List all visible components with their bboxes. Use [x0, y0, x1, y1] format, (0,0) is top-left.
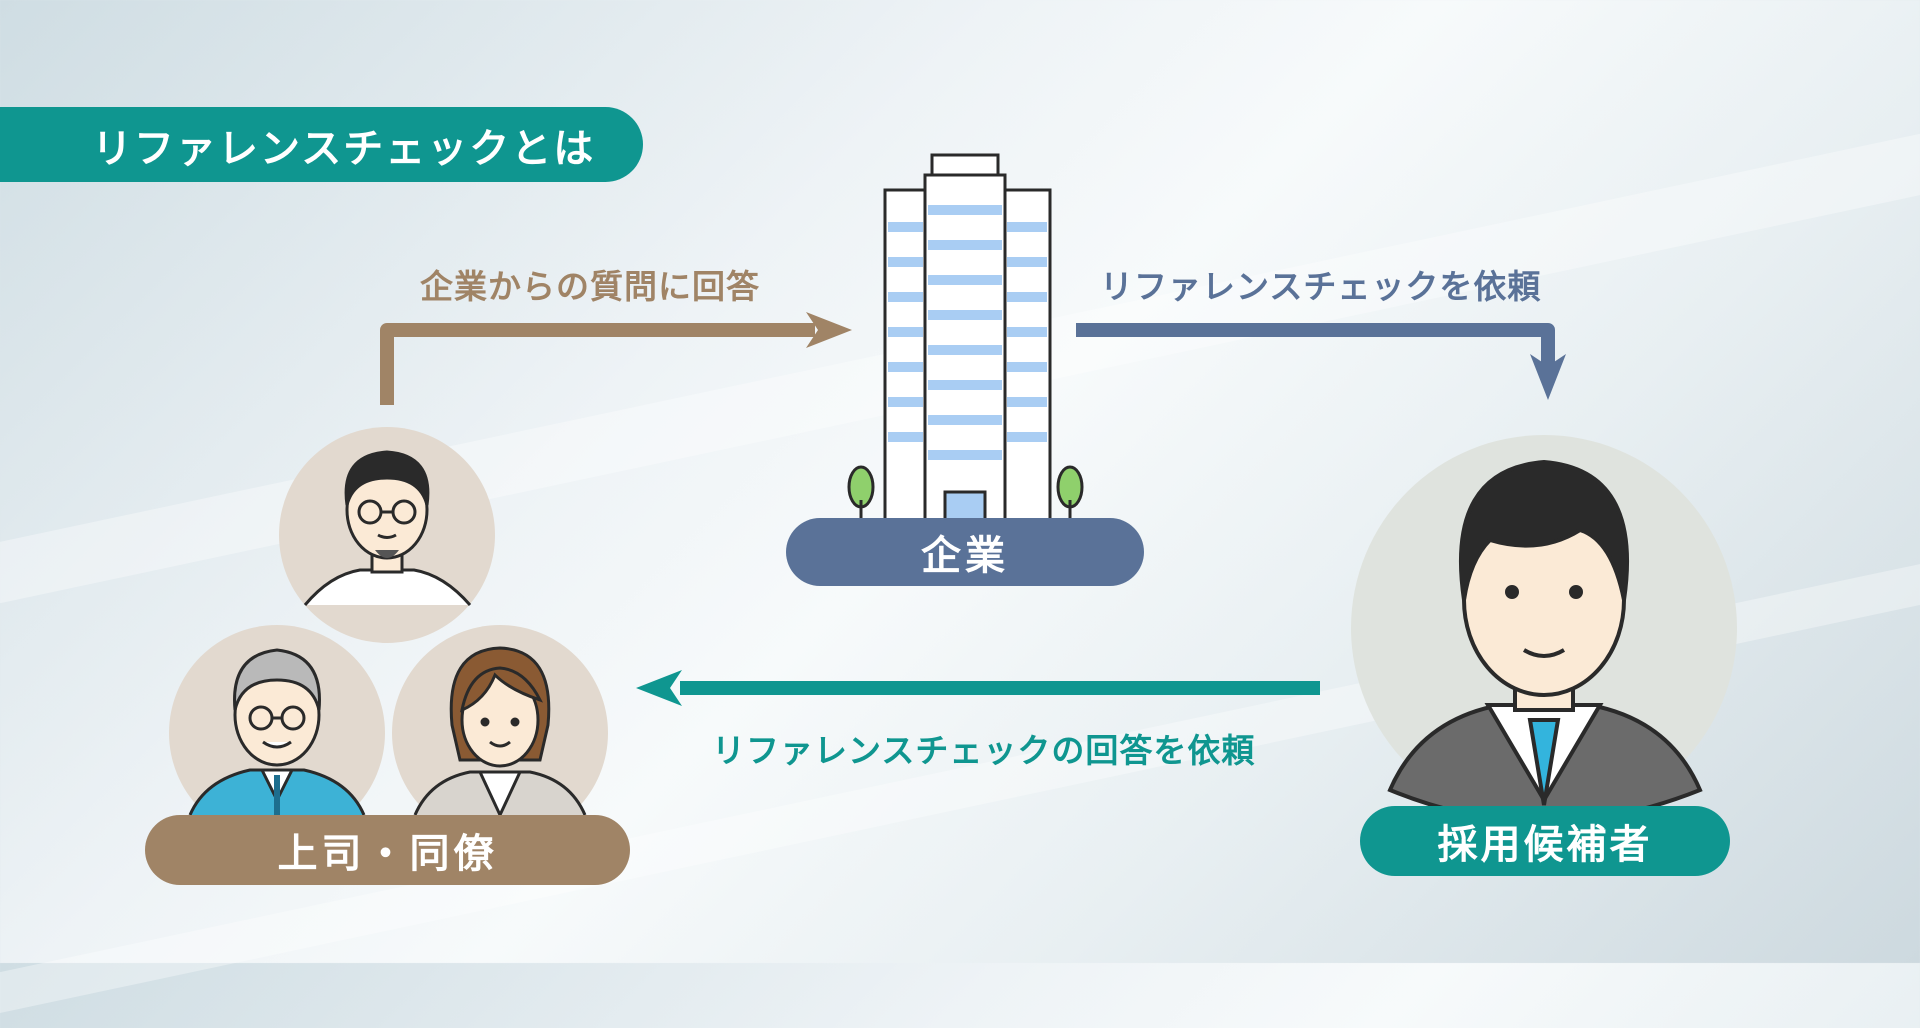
page-title: リファレンスチェックとは: [92, 125, 596, 172]
colleague-glasses-icon: [303, 450, 472, 606]
candidate-pill: 採用候補者: [1360, 806, 1730, 876]
references-pill: 上司・同僚: [145, 815, 630, 885]
candidate-icon: [1387, 459, 1703, 825]
arrow-refs-to-company: [380, 312, 852, 405]
label-refs-to-company: 企業からの質問に回答: [420, 267, 760, 306]
building-icon: [847, 153, 1084, 522]
company-label: 企業: [921, 533, 1009, 579]
flow-diagram: [169, 153, 1737, 841]
colleague-woman-icon: [413, 646, 587, 819]
label-company-to-candidate: リファレンスチェックを依頼: [1100, 267, 1542, 306]
boss-older-icon: [188, 648, 366, 816]
references-label: 上司・同僚: [277, 831, 498, 877]
candidate-label: 採用候補者: [1437, 822, 1653, 868]
company-pill: 企業: [786, 518, 1144, 586]
title-tag: リファレンスチェックとは: [0, 107, 643, 182]
arrow-candidate-to-refs: [636, 670, 1320, 706]
arrow-company-to-candidate: [1076, 323, 1566, 400]
label-candidate-to-refs: リファレンスチェックの回答を依頼: [712, 731, 1256, 770]
